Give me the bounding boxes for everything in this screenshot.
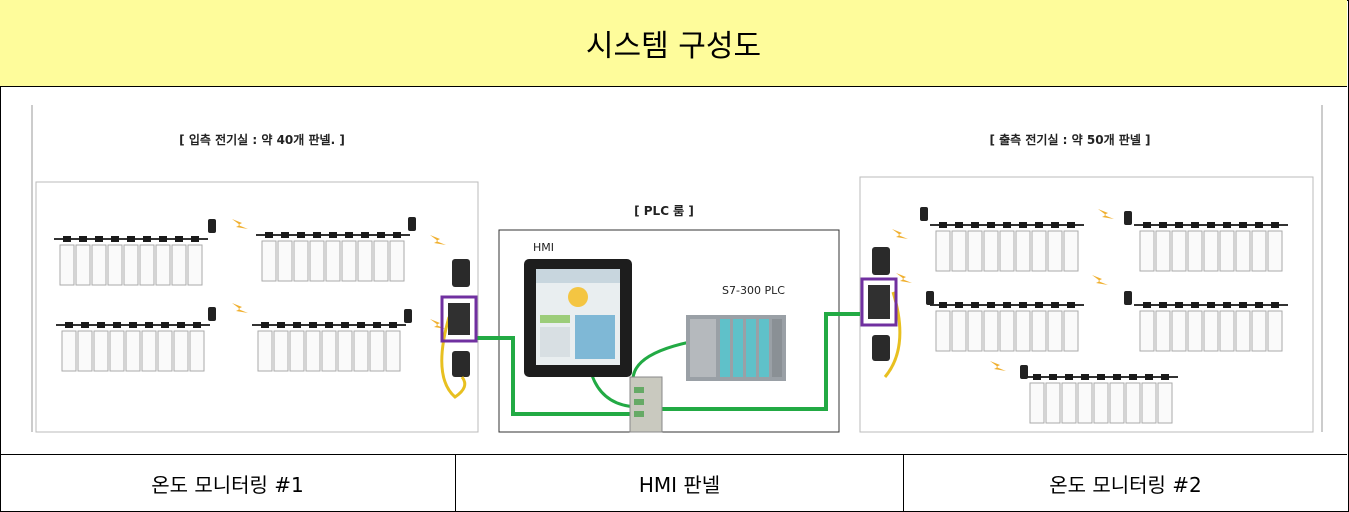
plc-room-label: [ PLC 룸 ] (634, 203, 694, 218)
left-panel-group-2 (256, 232, 410, 282)
right-panel-group-5 (1024, 374, 1178, 424)
right-wireless-icon-2 (1098, 209, 1114, 219)
right-wireless-icon-5 (990, 361, 1006, 371)
right-wireless-icon-3 (896, 273, 912, 283)
right-highlight-box (860, 277, 898, 327)
left-wireless-icon-3 (232, 303, 248, 313)
left-antenna-1 (208, 219, 216, 233)
left-wireless-icon-4 (430, 319, 446, 329)
footer-table: 온도 모니터링 #1 HMI 판넬 온도 모니터링 #2 (0, 454, 1347, 511)
left-room-label: [ 입측 전기실 : 약 40개 판넬. ] (179, 132, 345, 147)
left-highlight-box (440, 295, 478, 343)
left-room-box (35, 181, 479, 433)
left-antenna-3 (208, 307, 216, 321)
left-panel-group-3 (56, 322, 210, 372)
right-antenna-4 (1124, 291, 1132, 305)
footer-cell-hmi-panel: HMI 판넬 (455, 455, 903, 511)
footer-cell-temp-monitoring-2: 온도 모니터링 #2 (903, 455, 1347, 511)
hmi-label: HMI (533, 241, 554, 254)
right-panel-group-4 (1134, 302, 1288, 352)
right-panel-group-2 (1134, 222, 1288, 272)
left-gateway (440, 259, 478, 399)
ethernet-switch (629, 376, 663, 433)
diagram-canvas: [ 입측 전기실 : 약 40개 판넬. ] [ PLC 룸 ] [ 출측 전기… (31, 105, 1323, 433)
right-gateway (860, 247, 902, 378)
system-diagram: [ 입측 전기실 : 약 40개 판넬. ] [ PLC 룸 ] [ 출측 전기… (0, 87, 1347, 454)
right-room-label: [ 출측 전기실 : 약 50개 판넬 ] (989, 132, 1150, 147)
left-antenna-4 (404, 309, 412, 323)
link-left-to-switch (476, 336, 634, 416)
page-title: 시스템 구성도 (0, 0, 1347, 87)
left-panel-group-1 (54, 236, 208, 286)
left-wireless-icon-2 (430, 235, 446, 245)
link-right-to-switch (652, 312, 860, 411)
left-panel-group-4 (252, 322, 406, 372)
right-wireless-icon-4 (1092, 275, 1108, 285)
right-antenna-5 (1020, 365, 1028, 379)
plc-label: S7-300 PLC (722, 284, 785, 297)
right-antenna-1 (920, 207, 928, 221)
left-antenna-2 (408, 217, 416, 231)
plc-rack (686, 315, 786, 381)
right-panel-group-3 (930, 302, 1084, 352)
right-panel-group-1 (930, 222, 1084, 272)
right-antenna-2 (1124, 211, 1132, 225)
footer-cell-temp-monitoring-1: 온도 모니터링 #1 (151, 472, 304, 497)
hmi-device (524, 259, 632, 377)
right-wireless-icon-1 (892, 229, 908, 239)
right-antenna-3 (926, 291, 934, 305)
left-wireless-icon-1 (232, 219, 248, 229)
